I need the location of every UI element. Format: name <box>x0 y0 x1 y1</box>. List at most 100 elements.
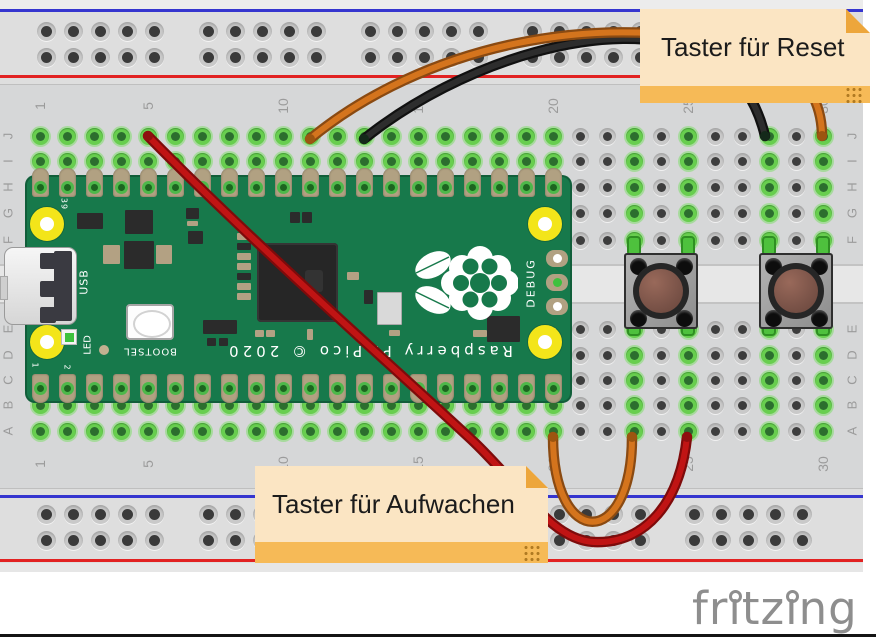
rail-hole[interactable] <box>468 21 488 41</box>
rail-hole[interactable] <box>684 504 704 524</box>
note-resize-handle[interactable] <box>845 86 862 103</box>
rail-hole[interactable] <box>576 530 596 550</box>
rail-hole[interactable] <box>90 47 110 67</box>
note-resize-handle[interactable] <box>523 544 540 561</box>
breadboard-hole[interactable] <box>706 231 724 249</box>
breadboard-hole[interactable] <box>193 422 211 440</box>
rail-hole[interactable] <box>117 504 137 524</box>
breadboard-hole[interactable] <box>760 127 778 145</box>
rail-hole[interactable] <box>306 21 326 41</box>
breadboard-hole[interactable] <box>58 127 76 145</box>
breadboard-hole[interactable] <box>652 422 670 440</box>
breadboard-hole[interactable] <box>733 346 751 364</box>
rail-hole[interactable] <box>603 504 623 524</box>
breadboard-hole[interactable] <box>328 152 346 170</box>
breadboard-hole[interactable] <box>652 231 670 249</box>
breadboard-hole[interactable] <box>409 127 427 145</box>
rail-hole[interactable] <box>603 530 623 550</box>
breadboard-hole[interactable] <box>706 204 724 222</box>
breadboard-hole[interactable] <box>31 152 49 170</box>
breadboard-hole[interactable] <box>571 371 589 389</box>
breadboard-hole[interactable] <box>571 231 589 249</box>
breadboard-hole[interactable] <box>544 422 562 440</box>
breadboard-hole[interactable] <box>598 396 616 414</box>
breadboard-hole[interactable] <box>598 346 616 364</box>
breadboard-hole[interactable] <box>706 396 724 414</box>
rail-hole[interactable] <box>387 47 407 67</box>
button-cap[interactable] <box>639 269 683 313</box>
rail-hole[interactable] <box>117 21 137 41</box>
breadboard-hole[interactable] <box>571 320 589 338</box>
breadboard-hole[interactable] <box>85 152 103 170</box>
breadboard-hole[interactable] <box>760 204 778 222</box>
rail-hole[interactable] <box>468 47 488 67</box>
breadboard-hole[interactable] <box>679 396 697 414</box>
breadboard-hole[interactable] <box>598 231 616 249</box>
breadboard-hole[interactable] <box>355 422 373 440</box>
breadboard-hole[interactable] <box>733 204 751 222</box>
breadboard-hole[interactable] <box>760 396 778 414</box>
breadboard-hole[interactable] <box>436 127 454 145</box>
rail-hole[interactable] <box>63 530 83 550</box>
breadboard-hole[interactable] <box>733 422 751 440</box>
breadboard-hole[interactable] <box>787 152 805 170</box>
rail-hole[interactable] <box>225 530 245 550</box>
breadboard-hole[interactable] <box>625 152 643 170</box>
rail-hole[interactable] <box>765 504 785 524</box>
breadboard-hole[interactable] <box>571 204 589 222</box>
breadboard-hole[interactable] <box>625 396 643 414</box>
rail-hole[interactable] <box>198 21 218 41</box>
breadboard-hole[interactable] <box>274 127 292 145</box>
rail-hole[interactable] <box>414 21 434 41</box>
rail-hole[interactable] <box>90 504 110 524</box>
breadboard-hole[interactable] <box>112 422 130 440</box>
rail-hole[interactable] <box>225 504 245 524</box>
breadboard-hole[interactable] <box>679 346 697 364</box>
breadboard-hole[interactable] <box>598 204 616 222</box>
breadboard-hole[interactable] <box>85 422 103 440</box>
breadboard-hole[interactable] <box>787 396 805 414</box>
breadboard-hole[interactable] <box>247 152 265 170</box>
rail-hole[interactable] <box>549 47 569 67</box>
rail-hole[interactable] <box>144 47 164 67</box>
breadboard-hole[interactable] <box>706 320 724 338</box>
rail-hole[interactable] <box>387 21 407 41</box>
breadboard-hole[interactable] <box>220 152 238 170</box>
rail-hole[interactable] <box>360 47 380 67</box>
breadboard-hole[interactable] <box>571 346 589 364</box>
rail-hole[interactable] <box>36 21 56 41</box>
breadboard-hole[interactable] <box>517 152 535 170</box>
breadboard-hole[interactable] <box>490 127 508 145</box>
breadboard-hole[interactable] <box>166 127 184 145</box>
breadboard-hole[interactable] <box>112 127 130 145</box>
breadboard-hole[interactable] <box>814 396 832 414</box>
rail-hole[interactable] <box>279 21 299 41</box>
breadboard-hole[interactable] <box>139 152 157 170</box>
breadboard-hole[interactable] <box>436 152 454 170</box>
breadboard-hole[interactable] <box>598 178 616 196</box>
rail-hole[interactable] <box>36 530 56 550</box>
breadboard-hole[interactable] <box>652 152 670 170</box>
breadboard-hole[interactable] <box>625 204 643 222</box>
rail-hole[interactable] <box>414 47 434 67</box>
breadboard-hole[interactable] <box>652 178 670 196</box>
breadboard-hole[interactable] <box>355 152 373 170</box>
breadboard-hole[interactable] <box>814 152 832 170</box>
rail-hole[interactable] <box>441 21 461 41</box>
rail-hole[interactable] <box>738 504 758 524</box>
bootsel-button[interactable] <box>126 304 174 340</box>
breadboard-hole[interactable] <box>598 371 616 389</box>
rail-hole[interactable] <box>522 47 542 67</box>
breadboard-hole[interactable] <box>733 152 751 170</box>
button-cap[interactable] <box>774 269 818 313</box>
rail-hole[interactable] <box>549 21 569 41</box>
breadboard-hole[interactable] <box>301 127 319 145</box>
rail-hole[interactable] <box>576 47 596 67</box>
breadboard-hole[interactable] <box>625 127 643 145</box>
rail-hole[interactable] <box>711 530 731 550</box>
rail-hole[interactable] <box>36 47 56 67</box>
breadboard-hole[interactable] <box>814 204 832 222</box>
breadboard-hole[interactable] <box>625 422 643 440</box>
breadboard-hole[interactable] <box>598 152 616 170</box>
breadboard-hole[interactable] <box>571 152 589 170</box>
